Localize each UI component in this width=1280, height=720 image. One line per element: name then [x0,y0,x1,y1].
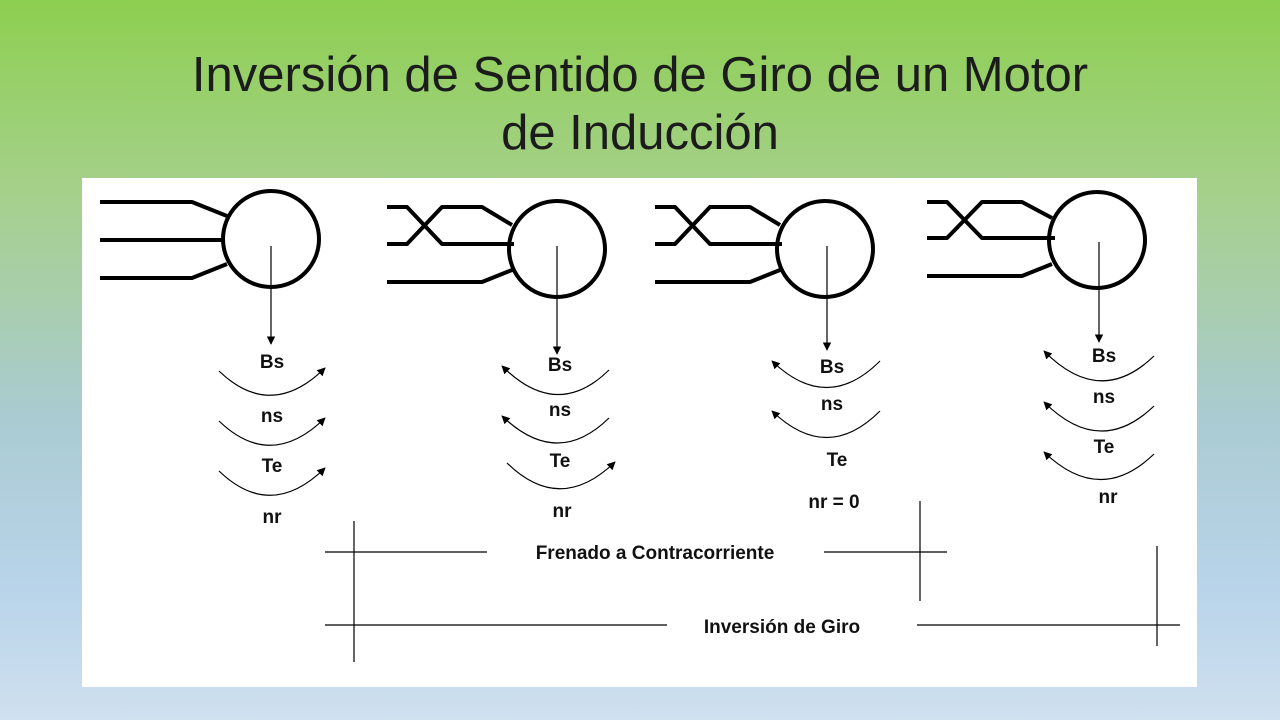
motor-panel-3: Bs ns Te nr = 0 [655,199,881,513]
motor-3-label-ns: ns [821,394,843,415]
motor-panel-1: Bs ns Te nr [100,189,326,528]
motor-2-wire-3 [387,268,513,284]
motor-3-label-bs: Bs [820,357,844,378]
motor-3-wire-2 [655,205,782,246]
motor-4-label-ns: ns [1093,387,1115,408]
diagram-panel: Bs ns Te nr Bs ns Te nr [82,178,1197,687]
motor-3-wire-3 [655,268,781,284]
motor-2-arc-3 [506,461,616,490]
motor-2-wire-1 [387,205,514,246]
motor-3-label-te: Te [827,450,848,471]
motor-2-arc-2 [501,415,610,444]
motor-3-arc-1 [771,360,881,389]
motor-4-arc-2 [1043,401,1155,432]
braking-span: Frenado a Contracorriente [325,501,947,662]
motor-1-label-ns: ns [261,406,283,427]
motor-2-label-nr: nr [553,501,573,522]
motor-4-label-nr: nr [1099,487,1119,508]
motor-panel-4: Bs ns Te nr [927,190,1155,508]
braking-span-label: Frenado a Contracorriente [536,543,775,564]
motor-4-label-bs: Bs [1092,346,1116,367]
title-line-2: de Inducción [501,106,779,160]
motor-4-arc-3 [1043,451,1155,481]
motor-1-label-te: Te [262,456,283,477]
motor-3-arc-2 [771,410,881,439]
slide-title: Inversión de Sentido de Giro de un Motor… [60,46,1220,162]
motor-4-arc-1 [1043,350,1155,382]
motor-4-circle [1047,190,1147,290]
motor-1-wire-1 [100,200,228,218]
motor-2-label-bs: Bs [548,355,572,376]
motor-2-label-ns: ns [549,400,571,421]
title-line-1: Inversión de Sentido de Giro de un Motor [191,48,1089,102]
motor-1-arc-2 [218,417,326,446]
motor-4-wire-2 [927,200,1053,240]
motor-1-label-nr: nr [263,507,283,528]
motor-4-label-te: Te [1094,437,1115,458]
motor-1-arc-1 [218,367,326,396]
reversal-span: Inversión de Giro [325,546,1180,646]
motor-1-arc-3 [218,467,326,496]
motor-reversal-diagram: Bs ns Te nr Bs ns Te nr [100,189,1180,662]
motor-4-wire-3 [927,262,1053,278]
motor-3-label-nr: nr = 0 [808,492,859,513]
motor-1-wire-3 [100,262,228,280]
motor-2-arc-1 [501,365,610,396]
reversal-span-label: Inversión de Giro [704,617,860,638]
motor-2-label-te: Te [550,451,571,472]
motor-panel-2: Bs ns Te nr [387,199,616,522]
motor-2-wire-2 [387,205,514,246]
motor-3-circle [775,199,875,299]
motor-1-label-bs: Bs [260,352,284,373]
